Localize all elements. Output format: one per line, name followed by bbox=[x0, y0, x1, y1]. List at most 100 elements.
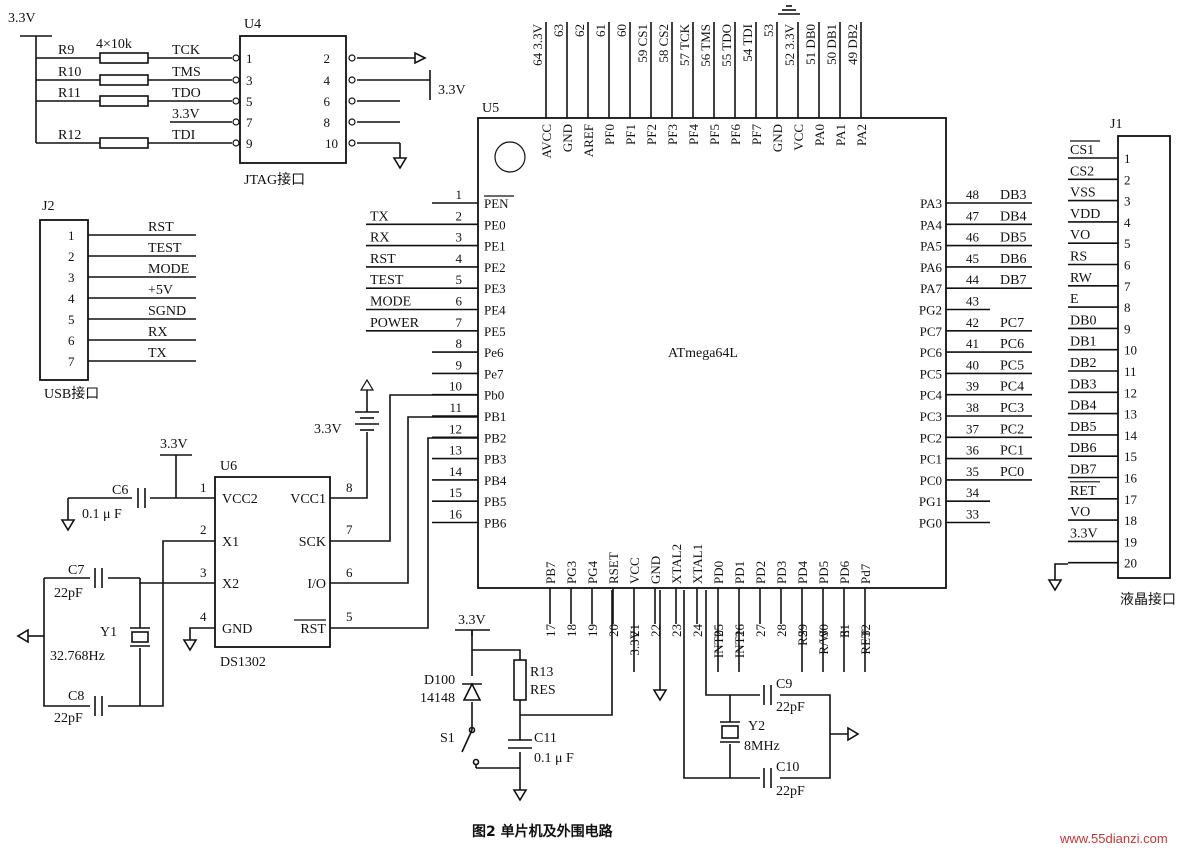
r13-label: R13 bbox=[530, 665, 553, 680]
lcd-pins: 1CS12CS23VSS4VDD5VO6RS7RW8E9DB010DB111DB… bbox=[1068, 140, 1138, 571]
left-pin-num-12: 12 bbox=[449, 421, 462, 436]
right-pin-num-38: 38 bbox=[966, 400, 979, 415]
lcd-pin-sig-3: VSS bbox=[1070, 186, 1096, 201]
lcd-pin-sig-10: DB1 bbox=[1070, 335, 1096, 350]
top-pin-num-58: 58 CS2 bbox=[656, 24, 671, 63]
right-pin-num-33: 33 bbox=[966, 507, 979, 522]
mcu-right-pins: 48PA3DB347PA4DB446PA5DB545PA6DB644PA7DB7… bbox=[919, 187, 1032, 531]
jtag-pin-2: 2 bbox=[324, 51, 331, 66]
mcu-left-pins: 1PEN2PE0TX3PE1RX4PE2RST5PE3TEST6PE4MODE7… bbox=[366, 187, 514, 531]
right-pin-num-46: 46 bbox=[966, 230, 980, 245]
c8-value: 22pF bbox=[54, 711, 83, 726]
usb-pin-num-1: 1 bbox=[68, 228, 75, 243]
left-pin-num-9: 9 bbox=[456, 357, 463, 372]
lcd-pin-num-14: 14 bbox=[1124, 428, 1138, 443]
mcu-body bbox=[477, 117, 947, 589]
usb-title: USB接口 bbox=[44, 385, 99, 402]
jtag-pin-10: 10 bbox=[325, 136, 338, 151]
right-pin-net-35: PC0 bbox=[1000, 465, 1024, 480]
usb-pin-num-3: 3 bbox=[68, 270, 75, 285]
top-pin-name-58: PF3 bbox=[665, 124, 680, 145]
top-pin-num-59: 59 CS1 bbox=[635, 24, 650, 63]
right-pin-net-44: DB7 bbox=[1000, 273, 1026, 288]
top-pin-name-50: PA1 bbox=[833, 124, 848, 146]
bottom-pin-name-21: VCC bbox=[627, 557, 642, 584]
right-pin-name-48: PA3 bbox=[920, 196, 942, 211]
left-pin-name-1: PEN bbox=[484, 196, 509, 211]
right-pin-num-41: 41 bbox=[966, 336, 979, 351]
rtc-pin-x1: X1 bbox=[222, 535, 239, 550]
bottom-pin-num-18: 18 bbox=[564, 624, 579, 637]
lcd-pin-num-19: 19 bbox=[1124, 534, 1137, 549]
top-pin-name-62: AREF bbox=[581, 124, 596, 157]
right-pin-name-36: PC1 bbox=[920, 452, 942, 467]
left-pin-num-6: 6 bbox=[456, 294, 463, 309]
right-pin-num-40: 40 bbox=[966, 357, 979, 372]
lcd-pin-num-20: 20 bbox=[1124, 556, 1137, 571]
top-pin-name-61: PF0 bbox=[602, 124, 617, 145]
usb-pin-num-6: 6 bbox=[68, 333, 75, 348]
jtag-sig-3v3: 3.3V bbox=[172, 107, 200, 122]
top-pin-num-63: 63 bbox=[551, 24, 566, 37]
usb-pin-sig-3: MODE bbox=[148, 262, 189, 277]
bottom-pin-net-25: INT0 bbox=[711, 630, 726, 658]
usb-pin-sig-5: SGND bbox=[148, 304, 186, 319]
bottom-pin-name-25: PD0 bbox=[711, 561, 726, 584]
jtag-title: JTAG接口 bbox=[244, 171, 305, 188]
lcd-pin-num-13: 13 bbox=[1124, 407, 1137, 422]
lcd-pin-sig-15: DB6 bbox=[1070, 441, 1096, 456]
left-pin-num-7: 7 bbox=[456, 315, 463, 330]
lcd-pin-sig-17: RET bbox=[1070, 484, 1097, 499]
rtc-pin-5: 5 bbox=[346, 609, 353, 624]
usb-pin-num-5: 5 bbox=[68, 312, 75, 327]
bottom-pin-num-23: 23 bbox=[669, 624, 684, 637]
top-pin-num-61: 61 bbox=[593, 24, 608, 37]
rtc-pin-sck: SCK bbox=[299, 535, 326, 550]
lcd-pin-num-5: 5 bbox=[1124, 236, 1131, 251]
left-pin-num-1: 1 bbox=[456, 187, 463, 202]
left-pin-net-6: MODE bbox=[370, 295, 411, 310]
left-pin-name-2: PE0 bbox=[484, 217, 506, 232]
bottom-pin-net-29: RS bbox=[795, 630, 810, 646]
bottom-pin-name-23: XTAL2 bbox=[669, 544, 684, 584]
right-pin-num-43: 43 bbox=[966, 294, 979, 309]
reset-parts bbox=[461, 682, 482, 768]
jtag-pin4-supply: 3.3V bbox=[438, 83, 466, 98]
left-pin-name-5: PE3 bbox=[484, 281, 506, 296]
usb-ref: J2 bbox=[42, 199, 54, 214]
left-pin-name-15: PB5 bbox=[484, 494, 506, 509]
right-pin-num-42: 42 bbox=[966, 315, 979, 330]
rtc-name: DS1302 bbox=[220, 655, 266, 670]
capacitors bbox=[94, 488, 772, 788]
bottom-pin-name-24: XTAL1 bbox=[690, 544, 705, 584]
rtc-pin-vcc1: VCC1 bbox=[290, 492, 326, 507]
c9-value: 22pF bbox=[776, 700, 805, 715]
right-pin-num-39: 39 bbox=[966, 379, 979, 394]
left-pin-num-13: 13 bbox=[449, 443, 462, 458]
right-pin-num-34: 34 bbox=[966, 485, 980, 500]
left-pin-name-9: Pe7 bbox=[484, 366, 504, 381]
bottom-pin-name-32: Pd7 bbox=[858, 563, 873, 584]
usb-pin-num-2: 2 bbox=[68, 249, 75, 264]
lcd-pin-sig-8: E bbox=[1070, 292, 1079, 307]
left-pin-num-15: 15 bbox=[449, 485, 462, 500]
lcd-pin-sig-12: DB3 bbox=[1070, 377, 1096, 392]
usb-pin-sig-1: RST bbox=[148, 220, 174, 235]
r10-label: R10 bbox=[58, 65, 81, 80]
left-pin-name-3: PE1 bbox=[484, 239, 506, 254]
c9-label: C9 bbox=[776, 677, 792, 692]
top-pin-name-49: PA2 bbox=[854, 124, 869, 146]
right-pin-num-35: 35 bbox=[966, 464, 979, 479]
bottom-pin-name-29: PD4 bbox=[795, 560, 810, 584]
top-pin-num-49: 49 DB2 bbox=[845, 24, 860, 65]
left-pin-name-7: PE5 bbox=[484, 324, 506, 339]
bottom-pin-num-24: 24 bbox=[690, 624, 705, 638]
lcd-pin-num-15: 15 bbox=[1124, 449, 1137, 464]
lcd-pin-num-10: 10 bbox=[1124, 343, 1137, 358]
right-pin-name-41: PC6 bbox=[920, 345, 943, 360]
usb-pin-sig-4: +5V bbox=[148, 283, 173, 298]
left-pin-num-4: 4 bbox=[456, 251, 463, 266]
lcd-pin-num-2: 2 bbox=[1124, 172, 1131, 187]
